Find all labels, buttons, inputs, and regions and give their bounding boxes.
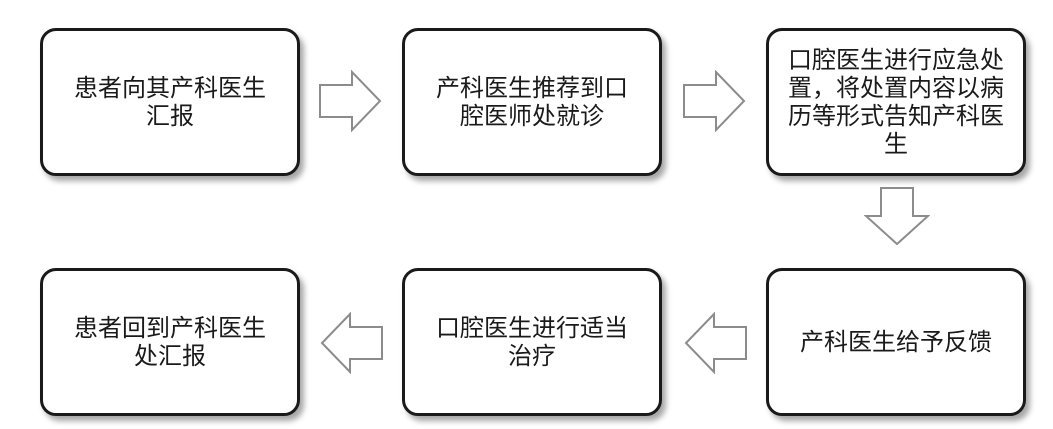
arrow-right-icon <box>682 70 746 132</box>
flow-step-2: 产科医生推荐到口腔医师处就诊 <box>402 28 662 176</box>
arrow-down-icon <box>864 186 930 246</box>
flow-step-3-label: 口腔医生进行应急处置，将处置内容以病历等形式告知产科医生 <box>788 46 1004 158</box>
arrow-left-icon <box>320 312 384 374</box>
flow-step-5: 口腔医生进行适当治疗 <box>402 268 662 416</box>
flow-step-3: 口腔医生进行应急处置，将处置内容以病历等形式告知产科医生 <box>766 28 1026 176</box>
flow-step-6: 患者回到产科医生处汇报 <box>40 268 300 416</box>
flow-step-1-label: 患者向其产科医生汇报 <box>74 74 266 130</box>
arrow-right-icon <box>318 70 382 132</box>
flow-step-6-label: 患者回到产科医生处汇报 <box>74 314 266 370</box>
flow-step-2-label: 产科医生推荐到口腔医师处就诊 <box>436 74 628 130</box>
arrow-left-icon <box>684 312 748 374</box>
flow-step-4-label: 产科医生给予反馈 <box>800 328 992 356</box>
flow-step-5-label: 口腔医生进行适当治疗 <box>436 314 628 370</box>
flow-step-1: 患者向其产科医生汇报 <box>40 28 300 176</box>
flow-step-4: 产科医生给予反馈 <box>766 268 1026 416</box>
